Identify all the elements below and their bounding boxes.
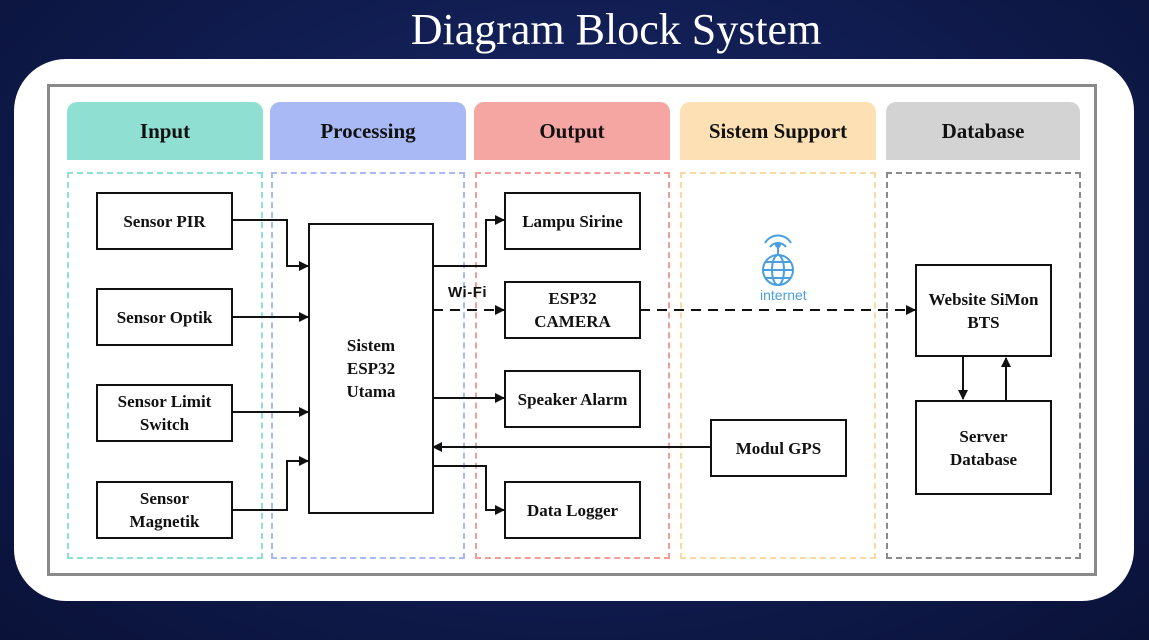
data-logger-block: Data Logger (504, 481, 641, 539)
diagram-frame (47, 84, 1097, 576)
modul-gps-block: Modul GPS (710, 419, 847, 477)
wifi-label: Wi-Fi (448, 284, 488, 301)
column-body-sistem-support (680, 172, 876, 559)
column-header-database: Database (886, 102, 1080, 160)
internet-label: internet (760, 287, 807, 303)
column-body-processing (271, 172, 465, 559)
speaker-alarm-block: Speaker Alarm (504, 370, 641, 428)
server-database-block: Server Database (915, 400, 1052, 495)
column-header-sistem-support: Sistem Support (680, 102, 876, 160)
column-body-input (67, 172, 263, 559)
arrow-magnetik-to-esp32 (232, 456, 309, 511)
arrow-pir-to-esp32 (232, 219, 309, 271)
page-title: Diagram Block System (410, 5, 822, 54)
column-header-output: Output (474, 102, 670, 160)
internet-globe-icon (762, 234, 794, 286)
column-body-database (886, 172, 1081, 559)
esp32-utama-block: Sistem ESP32 Utama (308, 223, 434, 514)
sensor-pir-block: Sensor PIR (96, 192, 233, 250)
sensor-optik-block: Sensor Optik (96, 288, 233, 346)
sensor-limit-switch-block: Sensor Limit Switch (96, 384, 233, 442)
arrow-esp32-to-lampu (433, 215, 505, 267)
column-header-input: Input (67, 102, 263, 160)
arrow-esp32-to-logger (433, 465, 505, 515)
column-header-processing: Processing (270, 102, 466, 160)
sensor-magnetik-block: Sensor Magnetik (96, 481, 233, 539)
column-body-output (475, 172, 670, 559)
lampu-sirine-block: Lampu Sirine (504, 192, 641, 250)
website-simon-bts-block: Website SiMon BTS (915, 264, 1052, 357)
esp32-camera-block: ESP32 CAMERA (504, 281, 641, 339)
